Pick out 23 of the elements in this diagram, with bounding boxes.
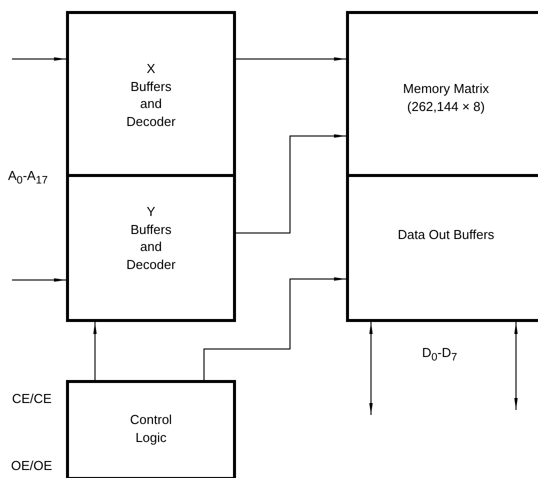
arrow — [12, 57, 66, 61]
block-label: X Buffers and Decoder — [126, 60, 176, 130]
block-label: Y Buffers and Decoder — [126, 203, 176, 274]
block-label: Memory Matrix — [403, 80, 489, 98]
arrow — [236, 134, 346, 234]
block-label: (262,144 × 8) — [407, 98, 485, 116]
block-label: Data Out Buffers — [398, 226, 494, 244]
arrow — [93, 322, 97, 380]
decoder-block — [66, 11, 236, 177]
signal-label: OE/OE — [11, 458, 52, 474]
signal-label: D$_{0}$-D$_{7}$ — [422, 345, 458, 365]
arrow — [514, 322, 518, 410]
buffer-block — [346, 174, 538, 322]
signal-label: CE/CE — [12, 391, 52, 407]
decoder-block — [66, 174, 236, 322]
block-label: Control Logic — [130, 411, 172, 446]
logic-block — [66, 380, 236, 478]
signal-label: A$_{0}$-A$_{17}$ — [8, 168, 48, 188]
arrow — [236, 57, 346, 61]
arrow — [12, 278, 66, 282]
memory-matrix-block — [346, 11, 538, 177]
arrow — [369, 322, 373, 416]
arrow — [204, 277, 346, 380]
